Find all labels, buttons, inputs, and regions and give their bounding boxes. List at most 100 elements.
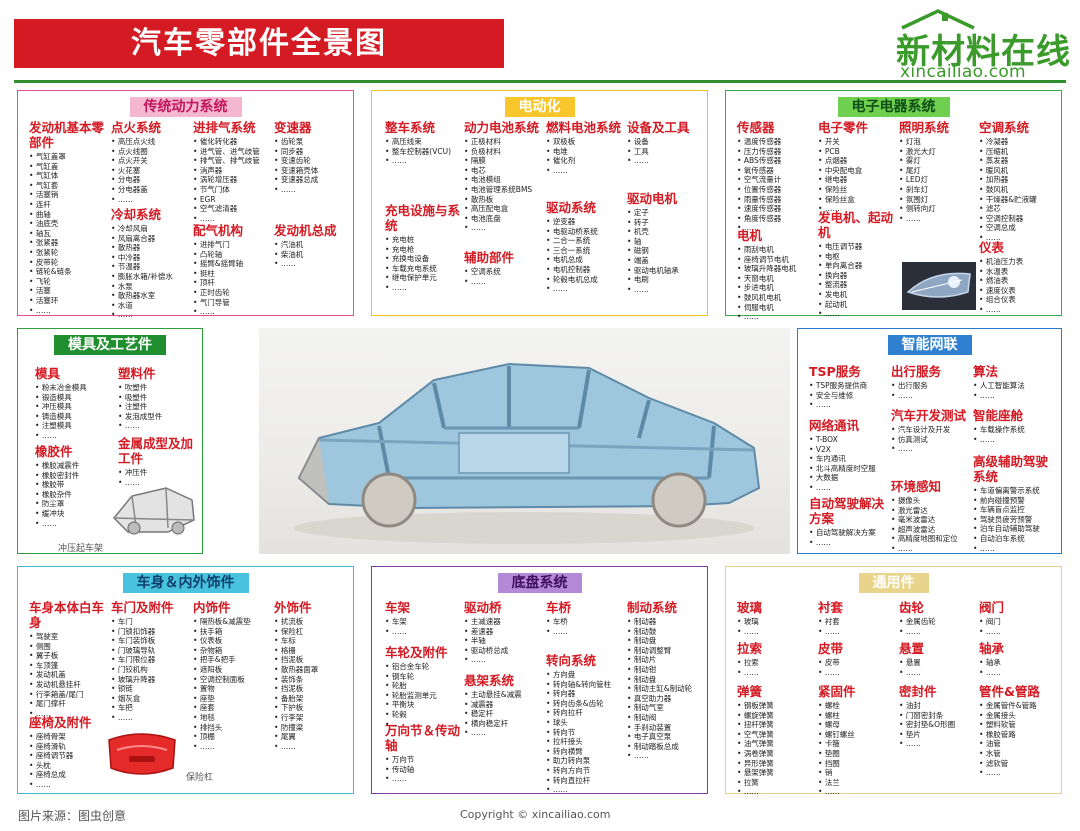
list-item: 车架	[385, 617, 465, 627]
list-item: 转向节	[546, 728, 626, 738]
sub-block-powertrain-0: 发动机基本零部件气缸盖罩气缸盖气缸体气缸套活塞销连杆曲轴油底壳轴瓦张紧器张紧轮皮…	[29, 120, 107, 315]
panel-header-mold: 模具及工艺件	[54, 335, 166, 355]
list-item: ……	[809, 400, 889, 410]
list-item: 链轮&链条	[29, 267, 107, 277]
sub-block-general-2: 齿轮金属齿轮……	[899, 600, 977, 636]
sub-title: 发电机、起动机	[818, 210, 894, 240]
list-item: 制动鼓	[627, 627, 707, 637]
sub-item-list: 出行服务……	[891, 381, 971, 400]
sub-item-list: 阀门……	[979, 617, 1057, 636]
list-item: ……	[35, 519, 117, 529]
panel-header-body: 车身＆内外饰件	[122, 573, 249, 593]
list-item: ……	[29, 780, 107, 790]
list-item: 凸轮轴	[193, 250, 271, 260]
list-item: 车把	[111, 703, 189, 713]
list-item: 高压配电盒	[464, 204, 542, 214]
sub-item-list: 主减速器差速器半轴驱动桥总成……	[464, 617, 544, 665]
list-item: 行李架	[274, 713, 352, 723]
sub-item-list: 橡胶减震件橡胶密封件橡胶带橡胶杂件防尘罩缓冲块……	[35, 461, 117, 528]
list-item: 电机总成	[546, 255, 624, 265]
sub-item-list: 冲压件……	[118, 468, 200, 487]
sub-title: 车桥	[546, 600, 572, 615]
sub-item-list: 轴承……	[979, 658, 1057, 677]
sub-block-chassis-0: 车架车架……	[385, 600, 465, 636]
list-item: V2X	[809, 445, 889, 455]
list-item: 毫米波雷达	[891, 515, 971, 525]
sub-block-chassis-1: 驱动桥主减速器差速器半轴驱动桥总成……	[464, 600, 544, 665]
list-item: 鼓风机电机	[737, 293, 815, 303]
list-item: TSP服务提供商	[809, 381, 889, 391]
list-item: 注塑件	[118, 402, 200, 412]
list-item: 散热器面罩	[274, 665, 352, 675]
list-item: 遮阳板	[193, 665, 271, 675]
list-item: 火花塞	[111, 166, 189, 176]
list-item: 油管	[979, 739, 1057, 749]
list-item: 铝合金车轮	[385, 662, 465, 672]
list-item: 气缸盖	[29, 162, 107, 172]
list-item: 水管	[979, 749, 1057, 759]
sub-block-mold-3: 金属成型及加工件冲压件……	[118, 436, 200, 487]
sub-title: 橡胶件	[35, 444, 73, 459]
sub-block-chassis-5: 转向系统方向盘转向轴&转向管柱转向器转向齿条&齿轮转向拉杆球头转向节拉杆接头转向…	[546, 653, 626, 795]
list-item: ……	[899, 668, 977, 678]
list-item: 制动盘	[627, 675, 707, 685]
list-item: 正极材料	[464, 137, 542, 147]
list-item: 塑料软管	[979, 720, 1057, 730]
list-item: 垫圈	[818, 749, 896, 759]
list-item: 扰流板	[274, 617, 352, 627]
list-item: 螺柱	[818, 711, 896, 721]
list-item: ……	[891, 444, 971, 454]
list-item: ……	[809, 483, 889, 493]
sub-item-list: 雨刮电机座椅调节电机玻璃升降器电机天窗电机步进电机鼓风机电机伺服电机……	[737, 245, 815, 322]
list-item: 油封	[899, 701, 977, 711]
list-item: 逆变器	[546, 217, 624, 227]
list-item: 皮带	[818, 658, 896, 668]
sub-item-list: 万向节传动轴……	[385, 755, 465, 784]
list-item: 转子	[627, 218, 705, 228]
sub-title: 金属成型及加工件	[118, 436, 194, 466]
list-item: 异形弹簧	[737, 759, 815, 769]
list-item: 侧转向灯	[899, 204, 977, 214]
list-item: 门玻璃导轨	[111, 646, 189, 656]
sub-title: 进排气系统	[193, 120, 256, 135]
sub-block-ev-3: 设备及工具设备工具……	[627, 120, 705, 166]
list-item: 泊车自动辅助驾驶	[973, 524, 1053, 534]
list-item: 变速齿轮	[274, 156, 352, 166]
list-item: PCB	[818, 147, 896, 157]
list-item: ……	[193, 214, 271, 224]
list-item: 涡卷弹簧	[737, 749, 815, 759]
sub-block-network-8: 自动驾驶解决方案自动驾驶解决方案……	[809, 496, 889, 547]
list-item: LED灯	[899, 175, 977, 185]
list-item: ……	[111, 195, 189, 205]
list-item: ……	[899, 627, 977, 637]
list-item: 整车控制器(VCU)	[385, 147, 463, 157]
list-item: ……	[891, 391, 971, 401]
sub-item-list: 主动悬挂&减震减震器稳定杆横向稳定杆……	[464, 690, 544, 738]
sub-block-network-5: 智能座舱车载操作系统……	[973, 408, 1053, 444]
list-item: 车辆盲点监控	[973, 505, 1053, 515]
list-item: 格栅	[274, 646, 352, 656]
list-item: 车桥	[546, 617, 626, 627]
list-item: ……	[737, 223, 815, 233]
list-item: 空气弹簧	[737, 730, 815, 740]
sub-item-list: 汽油机柴油机……	[274, 240, 352, 269]
sub-block-electrical-4: 电机雨刮电机座椅调节电机玻璃升降器电机天窗电机步进电机鼓风机电机伺服电机……	[737, 228, 815, 322]
list-item: 钢板弹簧	[737, 701, 815, 711]
list-item: 活塞环	[29, 296, 107, 306]
sub-title: 发动机基本零部件	[29, 120, 105, 150]
sub-block-general-7: 轴承轴承……	[979, 641, 1057, 677]
list-item: 消声器	[193, 166, 271, 176]
list-item: ……	[274, 742, 352, 752]
list-item: 转向横臂	[546, 747, 626, 757]
list-item: ……	[627, 285, 705, 295]
list-item: 端盖	[627, 256, 705, 266]
list-item: 挺柱	[193, 269, 271, 279]
sub-block-electrical-6: 仪表机油压力表水温表燃油表速度仪表组合仪表……	[979, 240, 1057, 315]
sub-block-ev-2: 燃料电池系统双极板电堆催化剂……	[546, 120, 624, 175]
list-item: 座椅骨架	[29, 732, 107, 742]
list-item: 点火线圈	[111, 147, 189, 157]
list-item: 座垫	[193, 694, 271, 704]
sub-title: 发动机总成	[274, 223, 337, 238]
sub-item-list: 正极材料负极材料隔膜电芯电池模组电池管理系统BMS散热板高压配电盒电池底盘……	[464, 137, 542, 233]
list-item: ……	[809, 538, 889, 548]
